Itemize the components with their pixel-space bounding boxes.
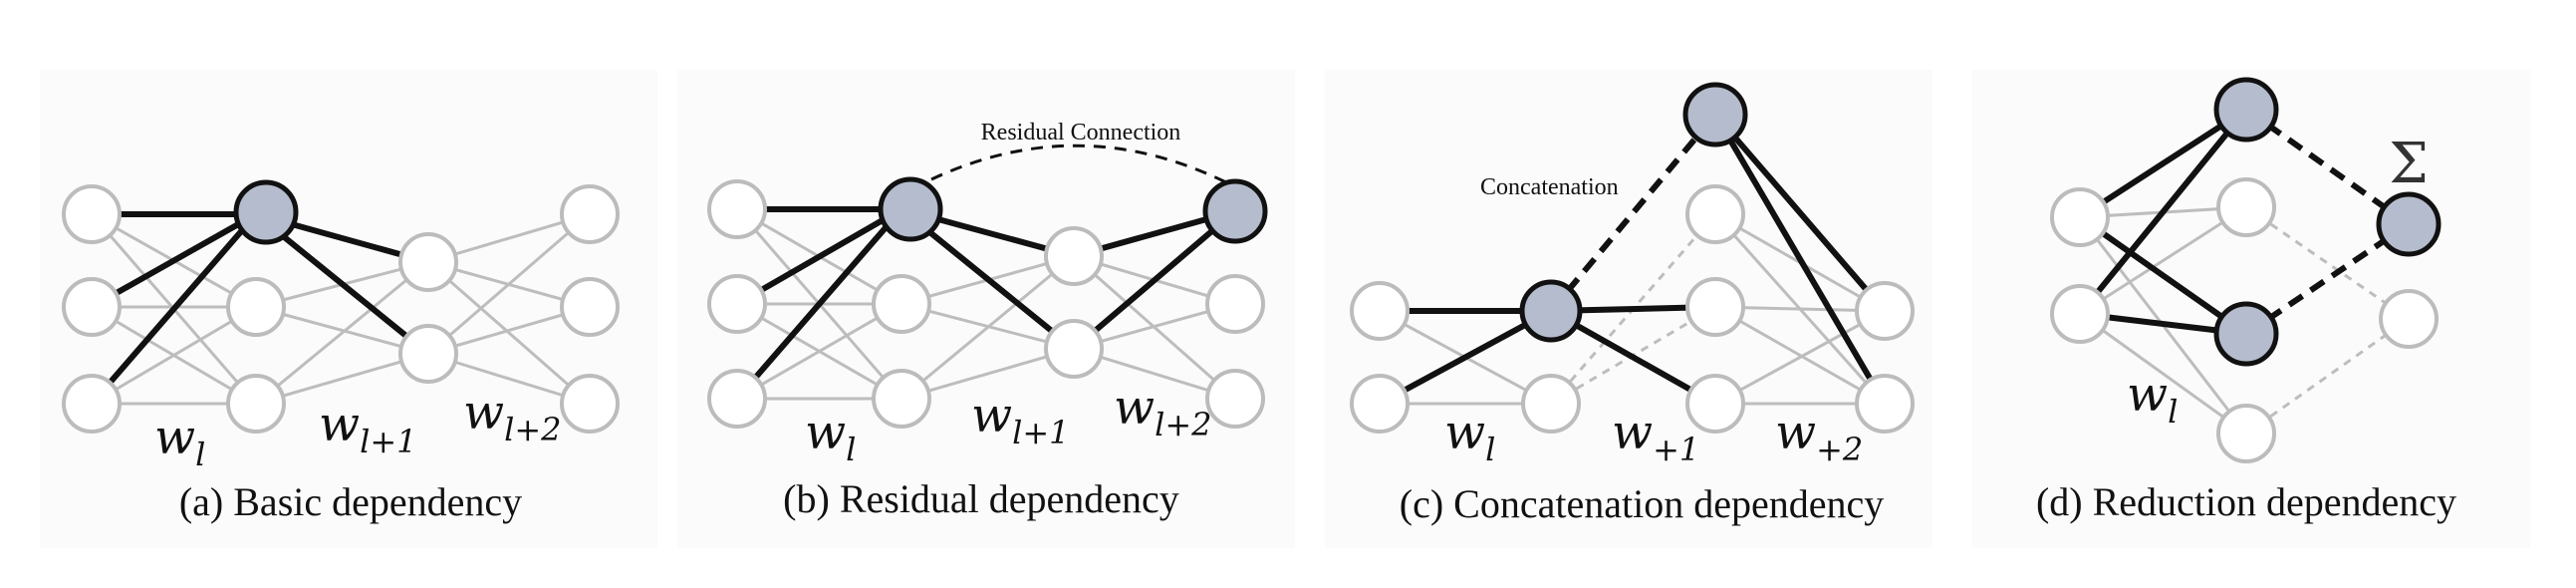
concatenation-label: Concatenation (1480, 174, 1619, 200)
residual-connection-arc (930, 144, 1231, 186)
node (707, 274, 767, 334)
node (2216, 404, 2276, 463)
panel-a-nodes (62, 184, 620, 434)
panel-a: wl wl+1 wl+2 (a) Basic dependency (62, 179, 620, 524)
node (226, 277, 286, 337)
node (872, 274, 931, 334)
node (2216, 177, 2276, 237)
node (1350, 281, 1410, 341)
panel-a-background (40, 70, 657, 548)
caption-c: (c) Concatenation dependency (1400, 481, 1884, 526)
weight-label-b-0: wl (805, 405, 856, 468)
node (2050, 284, 2110, 344)
node (1350, 374, 1410, 434)
node (560, 374, 620, 434)
sum-node (2376, 191, 2442, 257)
weight-label-c-2: w+2 (1775, 405, 1863, 468)
node (1685, 277, 1745, 337)
caption-a: (a) Basic dependency (179, 479, 522, 524)
node (560, 184, 620, 244)
node (226, 374, 286, 434)
highlighted-node (878, 176, 943, 242)
highlighted-node (233, 179, 299, 245)
weight-label-c-1: w+1 (1612, 405, 1699, 468)
residual-connection-label: Residual Connection (981, 120, 1181, 146)
node (1521, 374, 1581, 434)
node (1685, 374, 1745, 434)
panel-d-nodes (2050, 177, 2439, 463)
node (1855, 281, 1915, 341)
weight-label-c-0: wl (1444, 405, 1495, 468)
weight-label-a-0: wl (154, 410, 205, 473)
weight-label-b-1: wl+1 (971, 388, 1070, 451)
node (1685, 184, 1745, 244)
weight-label-a-1: wl+1 (319, 397, 417, 460)
caption-d: (d) Reduction dependency (2036, 479, 2456, 524)
node (1205, 274, 1265, 334)
highlighted-node (2213, 77, 2279, 143)
node (707, 179, 767, 239)
panel-d-dashed-light-edges (2245, 205, 2410, 436)
node (707, 369, 767, 429)
sigma-symbol: Σ (2389, 132, 2429, 196)
node (560, 277, 620, 337)
node (398, 324, 458, 384)
concatenation-dashed-edge (1548, 113, 1718, 313)
node (2050, 187, 2110, 247)
panel-c: Concatenation wl w+1 w+2 (c) Concatenati… (1350, 82, 1915, 526)
highlighted-node (1682, 82, 1748, 147)
node (1855, 374, 1915, 434)
panel-b: Residual Connection wl wl+1 wl+2 (b) Res… (707, 120, 1268, 521)
panel-b-background (677, 70, 1295, 548)
weight-label-a-2: wl+2 (463, 385, 562, 448)
node (1044, 319, 1104, 379)
highlighted-node (2213, 301, 2279, 367)
highlighted-node (1202, 178, 1268, 244)
node (62, 374, 122, 434)
node (2379, 289, 2439, 349)
highlighted-node (1519, 279, 1583, 343)
node (398, 232, 458, 292)
panel-c-nodes (1350, 184, 1915, 434)
panel-d: Σ wl (d) Reduction dependency (2036, 77, 2456, 524)
panel-d-reduction-edges (2244, 107, 2411, 337)
node (62, 184, 122, 244)
panel-b-nodes (707, 179, 1265, 429)
node (62, 277, 122, 337)
node (872, 369, 931, 429)
node (1205, 369, 1265, 429)
panel-backgrounds (40, 70, 2530, 548)
caption-b: (b) Residual dependency (783, 476, 1179, 521)
weight-label-b-2: wl+2 (1114, 380, 1212, 443)
weight-label-d-0: wl (2127, 367, 2178, 431)
node (1044, 226, 1104, 286)
